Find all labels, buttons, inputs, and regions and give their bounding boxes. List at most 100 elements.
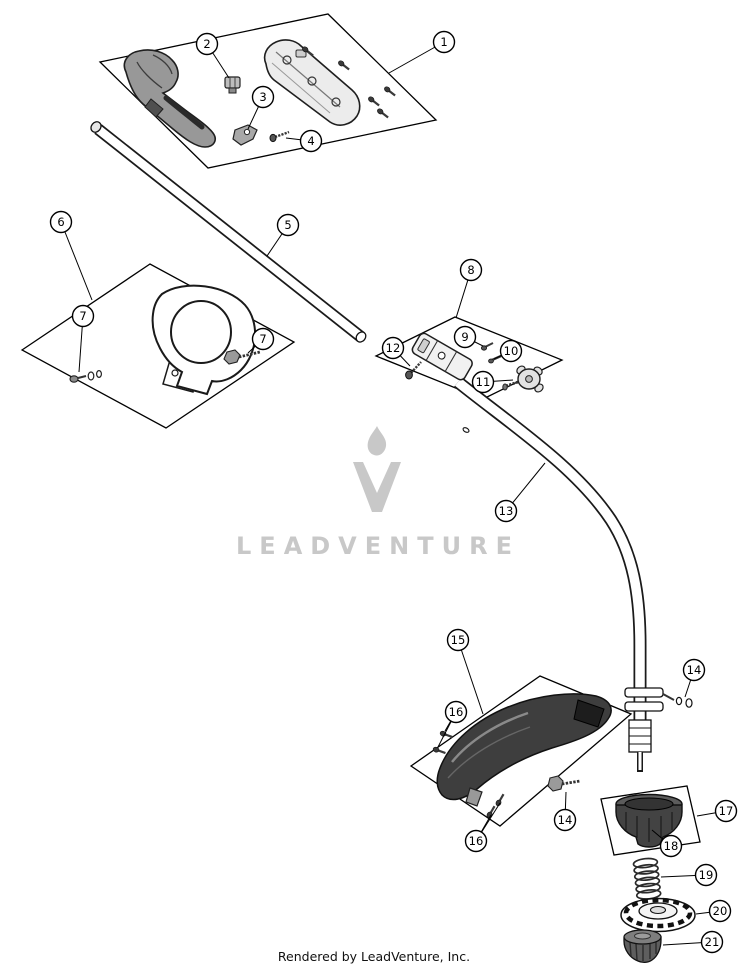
callout-number: 15 — [451, 633, 466, 647]
callout-6: 6 — [49, 210, 93, 301]
screw-icon — [432, 746, 446, 755]
callout-circle — [432, 30, 456, 54]
part-shaft-clamp — [624, 687, 693, 712]
part-spool — [620, 897, 696, 933]
callout-circle — [71, 304, 95, 328]
callout-number: 3 — [259, 90, 266, 104]
part-upper-shaft — [90, 121, 367, 343]
part-screw-tiny — [480, 342, 494, 351]
callout-number: 17 — [719, 804, 734, 818]
part-loop-handle — [151, 284, 257, 396]
screw-icon — [338, 60, 350, 71]
callout-7: 7 — [71, 304, 95, 373]
callout-20: 20 — [695, 899, 732, 923]
callout-circle — [714, 799, 738, 823]
callout-number: 6 — [57, 215, 64, 229]
callout-circle — [471, 370, 495, 394]
part-handle-bolt — [223, 349, 261, 365]
callout-number: 16 — [449, 705, 464, 719]
callout-5: 5 — [266, 213, 300, 257]
callout-number: 20 — [713, 904, 728, 918]
callout-leader-line — [457, 639, 484, 715]
leadventure-flame-logo-icon — [353, 426, 401, 512]
callout-16: 16 — [437, 700, 468, 748]
callout-number: 21 — [705, 935, 720, 949]
part-handle-screw — [69, 370, 102, 383]
callout-number: 9 — [461, 330, 468, 344]
callout-circle — [251, 327, 275, 351]
callout-circle — [444, 700, 468, 724]
part-bump-knob — [623, 929, 662, 964]
callout-11: 11 — [471, 370, 514, 394]
callout-3: 3 — [247, 85, 275, 130]
callout-circle — [299, 129, 323, 153]
screw-icon — [377, 108, 389, 119]
callout-number: 18 — [664, 839, 679, 853]
callout-number: 5 — [284, 218, 291, 232]
part-spring — [632, 857, 662, 900]
callout-circle — [659, 834, 683, 858]
callout-circle — [459, 258, 483, 282]
callout-10: 10 — [493, 339, 523, 363]
callout-number: 4 — [307, 134, 314, 148]
callout-number: 16 — [469, 834, 484, 848]
callout-circle — [276, 213, 300, 237]
callout-12: 12 — [381, 336, 411, 367]
callout-8: 8 — [455, 258, 483, 319]
callout-number: 14 — [558, 813, 573, 827]
callout-number: 10 — [504, 344, 519, 358]
callout-9: 9 — [453, 325, 484, 349]
callout-14: 14 — [682, 658, 706, 698]
callout-number: 8 — [467, 263, 474, 277]
assembly-box-6 — [20, 263, 296, 429]
callout-21: 21 — [662, 930, 724, 954]
part-engine-housing — [263, 39, 361, 126]
part-throttle-lever — [232, 124, 258, 146]
assembly-box-8 — [374, 316, 564, 400]
callout-13: 13 — [494, 462, 546, 523]
callout-circle — [553, 808, 577, 832]
callout-number: 7 — [259, 332, 266, 346]
callout-circle — [446, 628, 470, 652]
part-wing-knob — [502, 365, 544, 393]
callout-16: 16 — [464, 802, 501, 853]
callout-7: 7 — [247, 327, 275, 354]
callout-4: 4 — [285, 129, 323, 153]
callout-circle — [682, 658, 706, 682]
callout-18: 18 — [651, 829, 683, 858]
callout-number: 14 — [687, 663, 702, 677]
assembly-box-15 — [409, 675, 633, 827]
callout-circle — [499, 339, 523, 363]
part-lower-shaft — [453, 376, 647, 744]
callout-circle — [494, 499, 518, 523]
callout-14: 14 — [553, 791, 577, 832]
callout-circle — [381, 336, 405, 360]
callout-circle — [464, 829, 488, 853]
callout-number: 2 — [203, 37, 210, 51]
screw-icon — [495, 793, 505, 807]
part-clamp-screw — [405, 361, 422, 380]
callout-number: 11 — [476, 375, 491, 389]
footer-text: Rendered by LeadVenture, Inc. — [278, 949, 470, 964]
callout-circle — [694, 863, 718, 887]
part-rear-handle-grip — [123, 49, 216, 148]
callout-number: 19 — [699, 868, 714, 882]
watermark-text: LEADVENTURE — [236, 532, 520, 560]
part-switch — [224, 76, 241, 94]
assembly-box-1 — [98, 13, 438, 169]
callout-15: 15 — [446, 628, 484, 715]
callout-circle — [49, 210, 73, 234]
callout-number: 1 — [440, 35, 447, 49]
callout-circle — [453, 325, 477, 349]
part-screw-small — [269, 130, 290, 143]
callout-leader-line — [60, 221, 93, 301]
callout-circle — [708, 899, 732, 923]
watermark: LEADVENTURE — [236, 426, 520, 560]
screw-icon — [384, 86, 396, 97]
callout-2: 2 — [195, 32, 230, 79]
assembly-box-17 — [600, 785, 701, 856]
callout-circle — [251, 85, 275, 109]
part-head-housing — [615, 793, 683, 848]
